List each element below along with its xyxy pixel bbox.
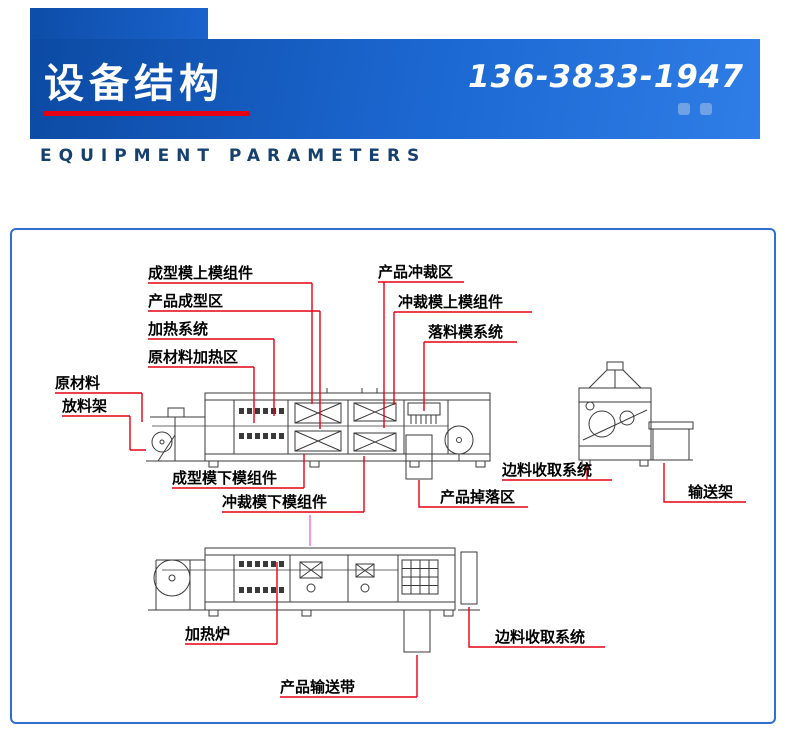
label-raw-material-heating: 原材料加热区 — [148, 348, 238, 366]
feed-rack — [146, 407, 205, 462]
leader-lines — [55, 281, 746, 698]
header-band: 设备结构 136-3833-1947 — [30, 39, 760, 139]
label-product-punching-area: 产品冲裁区 — [378, 263, 453, 281]
label-blanking-mold-system: 落料模系统 — [428, 323, 503, 341]
page-subtitle: EQUIPMENT PARAMETERS — [40, 146, 427, 166]
header-tab — [30, 8, 208, 39]
label-punching-upper-mold: 冲裁模上模组件 — [398, 293, 503, 311]
diagram-panel: 成型模上模组件 产品成型区 加热系统 原材料加热区 产品冲裁区 冲裁模上模组件 … — [10, 228, 776, 724]
decorative-dots — [678, 103, 712, 115]
label-heating-system: 加热系统 — [147, 320, 208, 338]
bottom-unwinder — [148, 559, 205, 611]
machine-drawing — [146, 361, 694, 653]
page-title: 设备结构 — [44, 61, 224, 107]
conveyor-rack-table — [648, 421, 694, 461]
top-machine-body — [152, 388, 491, 480]
label-raw-material: 原材料 — [55, 374, 100, 392]
diagram-labels: 成型模上模组件 产品成型区 加热系统 原材料加热区 产品冲裁区 冲裁模上模组件 … — [55, 263, 733, 696]
label-material-rack: 放料架 — [61, 397, 107, 415]
label-heating-furnace: 加热炉 — [184, 625, 230, 643]
equipment-diagram: 成型模上模组件 产品成型区 加热系统 原材料加热区 产品冲裁区 冲裁模上模组件 … — [55, 263, 746, 698]
label-edge-collection-bottom: 边料收取系统 — [494, 628, 585, 646]
label-edge-collection-top: 边料收取系统 — [501, 461, 592, 479]
phone-number: 136-3833-1947 — [467, 59, 744, 95]
edge-collection-machine — [578, 361, 652, 467]
bottom-machine-body — [162, 547, 480, 653]
label-conveyor-rack: 输送架 — [688, 483, 733, 501]
dot-icon — [700, 103, 712, 115]
label-product-forming-area: 产品成型区 — [148, 292, 223, 310]
title-underline — [44, 111, 250, 116]
dot-icon — [678, 103, 690, 115]
label-punching-lower-mold: 冲裁模下模组件 — [222, 493, 327, 511]
label-forming-upper-mold: 成型模上模组件 — [148, 264, 253, 282]
label-product-drop-area: 产品掉落区 — [440, 488, 515, 506]
label-forming-lower-mold: 成型模下模组件 — [172, 469, 277, 487]
label-product-conveyor-belt: 产品输送带 — [280, 678, 355, 696]
